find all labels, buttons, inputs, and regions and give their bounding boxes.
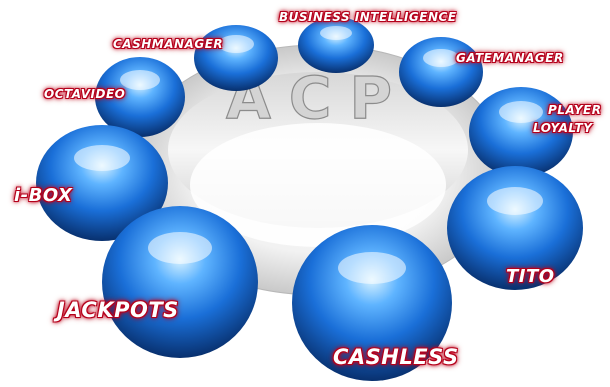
label-i-box: i-BOX bbox=[14, 185, 73, 206]
label-cashless: CASHLESS bbox=[333, 345, 459, 369]
sphere-cashless bbox=[292, 225, 452, 381]
label-loyalty: LOYALTY bbox=[533, 121, 593, 135]
sphere-player-loyalty bbox=[469, 87, 573, 177]
label-jackpots: JACKPOTS bbox=[57, 298, 179, 322]
label-business-intelligence: BUSINESS INTELLIGENCE bbox=[279, 10, 457, 24]
sphere-octavideo bbox=[95, 57, 185, 137]
label-octavideo: OCTAVIDEO bbox=[44, 87, 126, 101]
sphere-jackpots bbox=[102, 206, 258, 358]
sphere-tito bbox=[447, 166, 583, 290]
label-player: PLAYER bbox=[548, 103, 602, 117]
center-ring-floor bbox=[190, 123, 446, 247]
sphere-highlights bbox=[74, 26, 543, 284]
spheres bbox=[36, 17, 583, 381]
label-gatemanager: GATEMANAGER bbox=[456, 51, 564, 65]
sphere-i-box bbox=[36, 125, 168, 241]
sphere-business-intelligence bbox=[298, 17, 374, 73]
sphere-cashmanager bbox=[194, 25, 278, 91]
label-cashmanager: CASHMANAGER bbox=[113, 37, 224, 51]
sphere-gatemanager bbox=[399, 37, 483, 107]
label-tito: TITO bbox=[506, 266, 555, 287]
